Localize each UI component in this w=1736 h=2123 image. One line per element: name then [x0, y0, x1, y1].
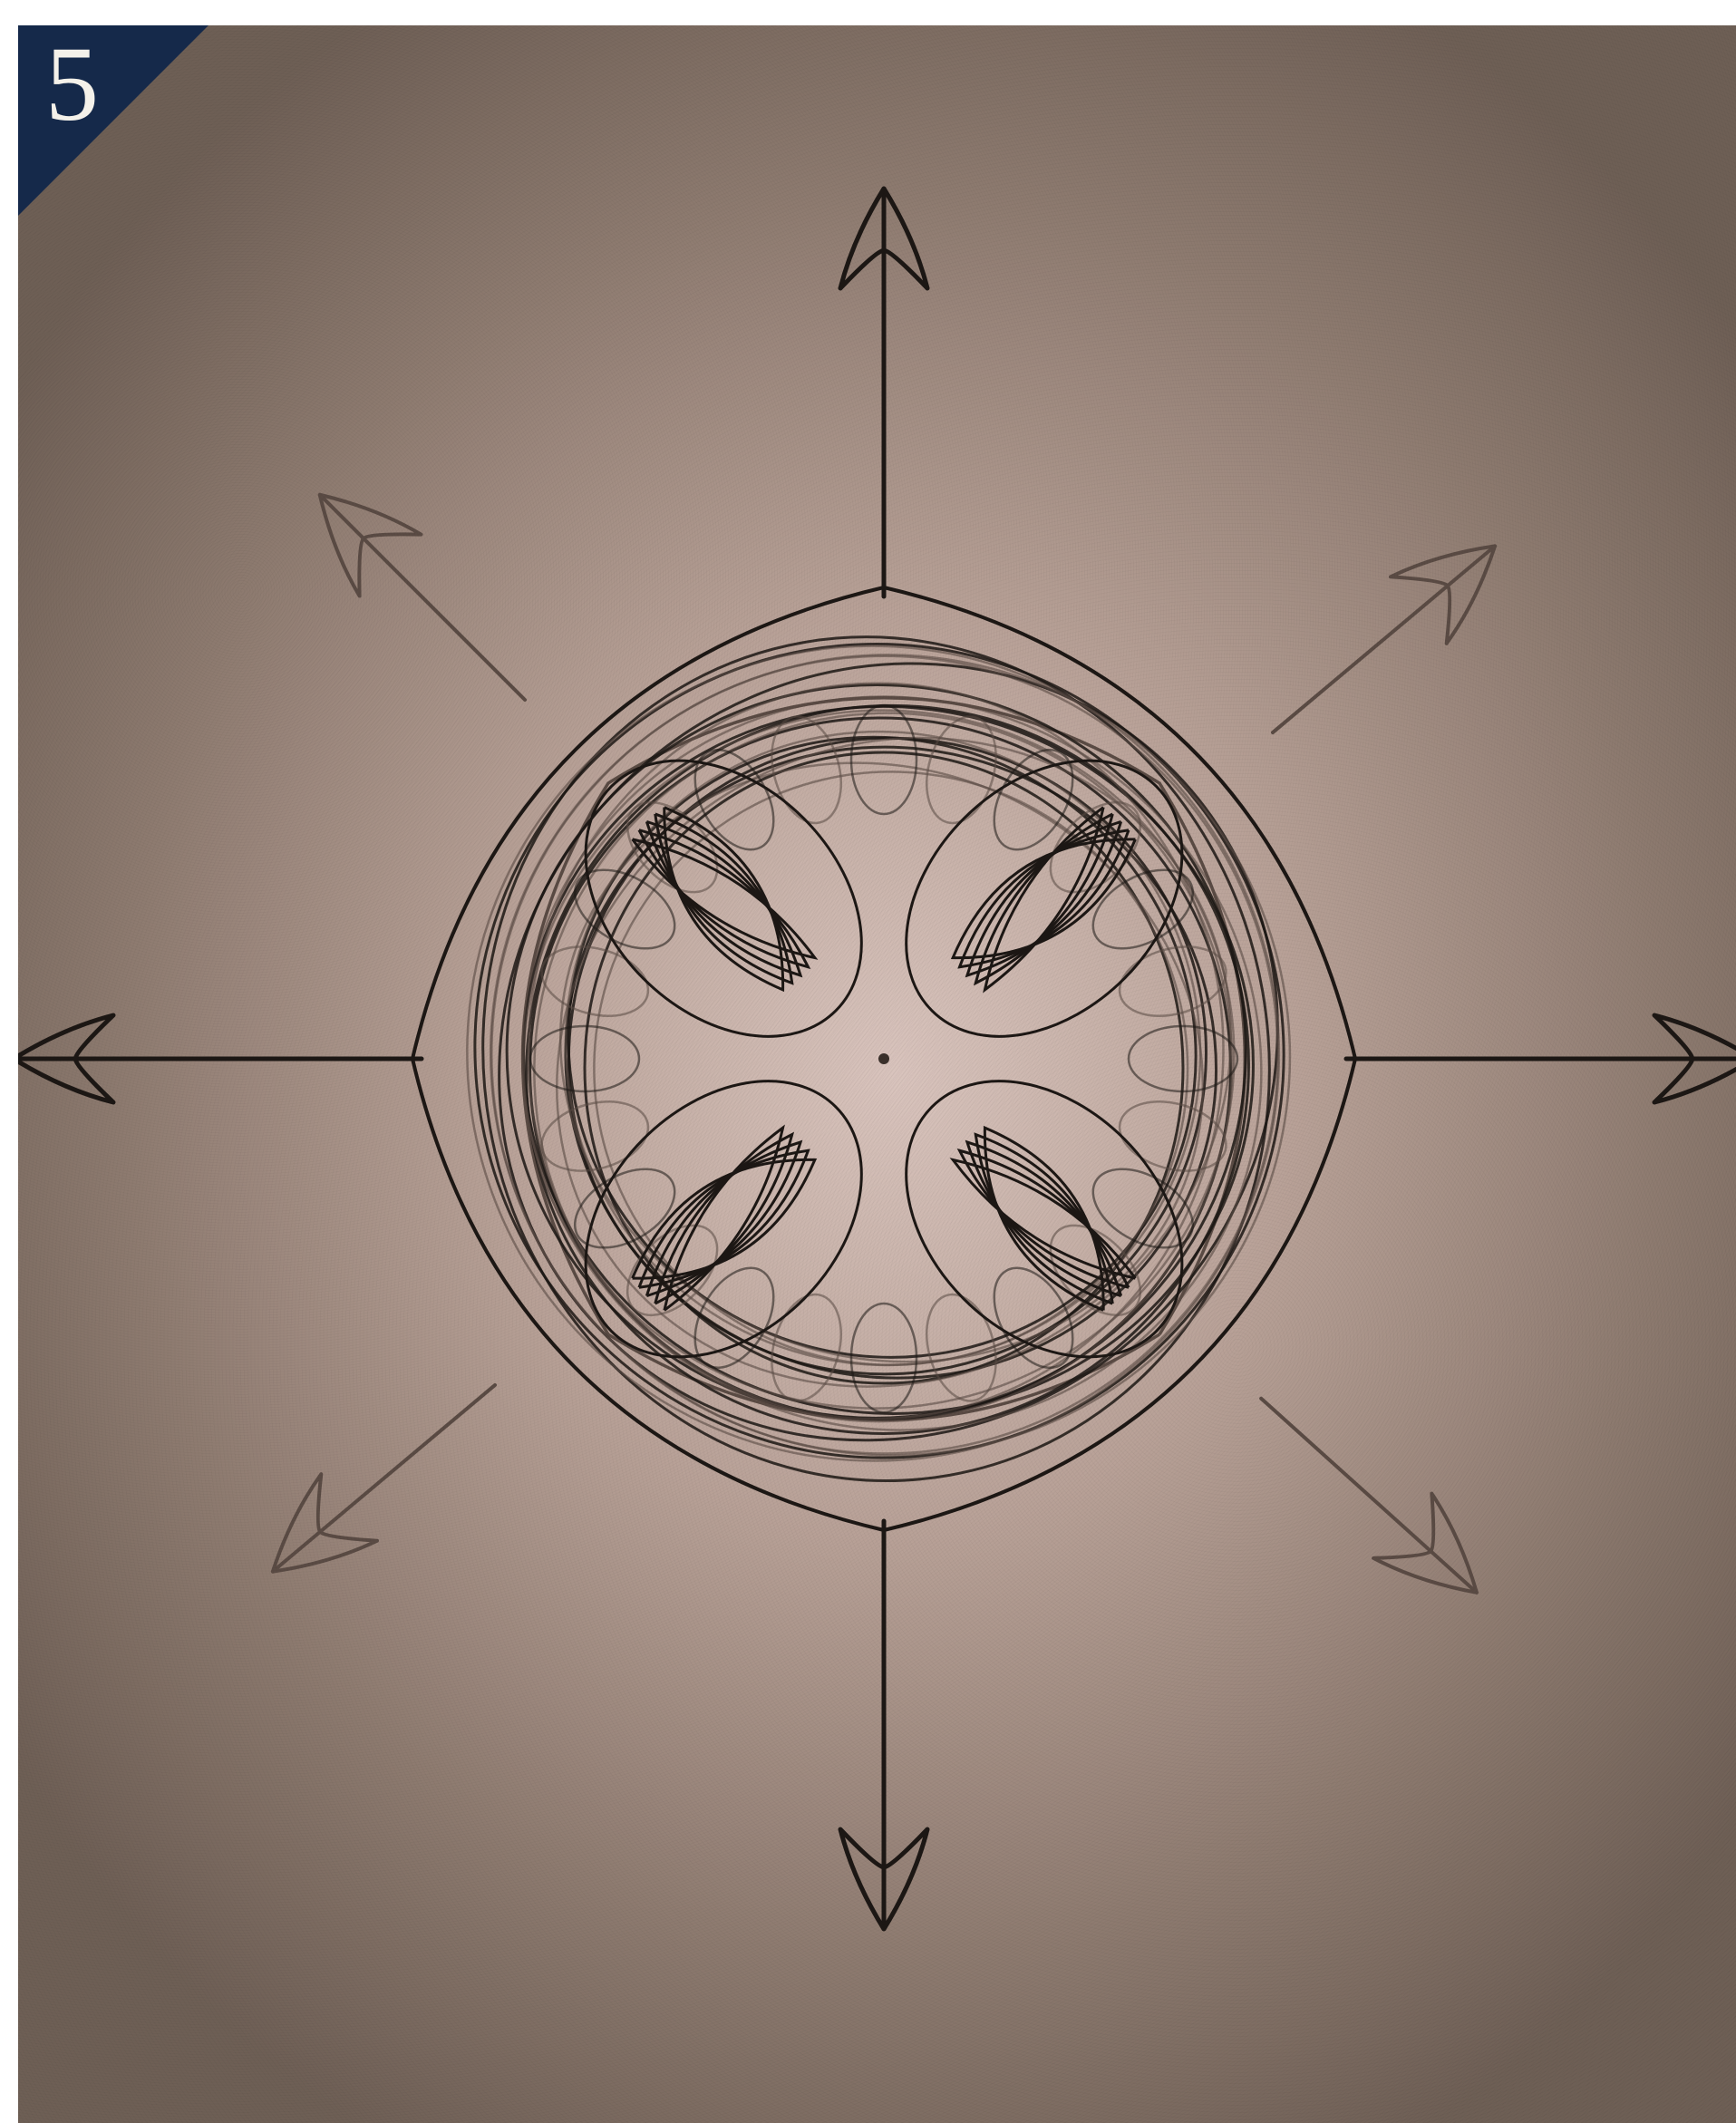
step-number: 5 — [45, 31, 99, 138]
sketch-photo: 5 — [18, 25, 1736, 2123]
paper-grain — [18, 25, 1736, 2123]
step-badge: 5 — [18, 25, 209, 216]
